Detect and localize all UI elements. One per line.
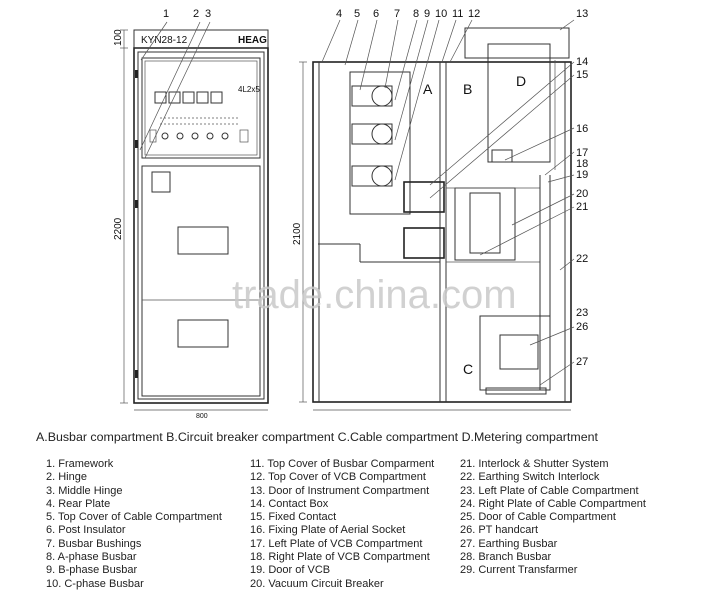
panel-text: 4L2x5 xyxy=(238,85,260,94)
legend-item: 7. Busbar Bushings xyxy=(46,537,142,550)
callout-18: 18 xyxy=(576,158,588,170)
legend-item: 29. Current Transfarmer xyxy=(460,564,578,577)
callout-5: 5 xyxy=(354,8,360,20)
instrument-panel xyxy=(141,57,261,159)
legend-item: 14. Contact Box xyxy=(250,497,329,510)
dim-top: 100 xyxy=(113,29,124,46)
lower-contact-box xyxy=(403,227,445,259)
callout-20: 20 xyxy=(576,188,588,200)
label-d: D xyxy=(516,73,526,89)
legend-item: 24. Right Plate of Cable Compartment xyxy=(460,497,646,510)
earthing-busbar xyxy=(485,387,547,395)
callout-14: 14 xyxy=(576,56,588,68)
callout-10: 10 xyxy=(435,8,447,20)
label-b: B xyxy=(463,81,472,97)
front-view: KYN28-12 HEAG 4L2x5 xyxy=(113,21,269,420)
legend-item: 28. Branch Busbar xyxy=(460,551,552,564)
callout-17: 17 xyxy=(576,147,588,159)
callout-8: 8 xyxy=(413,8,419,20)
cable-viewing-window xyxy=(177,319,229,348)
legend-column-1: 1. Framework 2. Hinge 3. Middle Hinge 4.… xyxy=(46,458,222,591)
legend-item: 11. Top Cover of Busbar Comparment xyxy=(250,458,435,470)
legend-item: 6. Post Insulator xyxy=(46,524,126,537)
callout-21: 21 xyxy=(576,201,588,213)
callout-9: 9 xyxy=(424,8,430,20)
compartment-legend: A.Busbar compartment B.Circuit breaker c… xyxy=(36,430,598,444)
callout-23: 23 xyxy=(576,307,588,319)
vcb-viewing-window xyxy=(177,226,229,255)
door-nameplate xyxy=(151,171,171,193)
callout-3: 3 xyxy=(205,8,211,20)
callout-2: 2 xyxy=(193,8,199,20)
legend-item: 8. A-phase Busbar xyxy=(46,551,137,564)
label-a: A xyxy=(423,81,433,97)
side-view: A B C D 2100 xyxy=(292,27,572,411)
legend-item: 17. Left Plate of VCB Compartment xyxy=(250,537,423,550)
legend-column-3: 21. Interlock & Shutter System 22. Earth… xyxy=(460,458,646,578)
callout-numbers: 1 2 3 4 5 6 7 8 9 10 11 12 13 14 15 16 1… xyxy=(163,8,588,386)
side-cabinet-outline xyxy=(312,61,572,403)
callout-26: 26 xyxy=(576,321,588,333)
callout-13: 13 xyxy=(576,8,588,20)
legend-item: 5. Top Cover of Cable Compartment xyxy=(46,511,222,524)
label-c: C xyxy=(463,361,473,377)
callout-6: 6 xyxy=(373,8,379,20)
legend-item: 4. Rear Plate xyxy=(46,497,111,510)
vacuum-circuit-breaker xyxy=(454,187,516,261)
front-header-strip xyxy=(133,29,269,49)
callout-22: 22 xyxy=(576,253,588,265)
legend-item: 16. Fixing Plate of Aerial Socket xyxy=(250,524,406,537)
legend-item: 19. Door of VCB xyxy=(250,564,331,577)
switchgear-drawing: KYN28-12 HEAG 4L2x5 xyxy=(113,8,588,420)
legend-item: 22. Earthing Switch Interlock xyxy=(460,471,600,484)
legend-item: 27. Earthing Busbar xyxy=(460,537,558,550)
upper-contact-box xyxy=(403,181,445,213)
legend-item: 9. B-phase Busbar xyxy=(46,564,138,577)
dim-width: 800 xyxy=(196,413,208,420)
front-cabinet-outline xyxy=(133,47,269,404)
legend-item: 23. Left Plate of Cable Compartment xyxy=(460,484,639,497)
callout-4: 4 xyxy=(336,8,342,20)
legend-item: 18. Right Plate of VCB Compartment xyxy=(250,551,430,564)
legend-item: 2. Hinge xyxy=(46,471,87,484)
legend-item: 15. Fixed Contact xyxy=(250,511,337,524)
brand-label: HEAG xyxy=(238,35,267,46)
callout-15: 15 xyxy=(576,69,588,81)
callout-19: 19 xyxy=(576,169,588,181)
model-label: KYN28-12 xyxy=(141,35,188,46)
callout-7: 7 xyxy=(394,8,400,20)
legend-item: 13. Door of Instrument Compartment xyxy=(250,484,430,497)
legend-item: 3. Middle Hinge xyxy=(46,484,123,497)
legend-column-2: 11. Top Cover of Busbar Comparment 12. T… xyxy=(250,458,434,591)
lower-door xyxy=(141,165,261,397)
legend-item: 10. C-phase Busbar xyxy=(46,577,144,590)
watermark: trade.china.com xyxy=(232,273,517,317)
meter-row xyxy=(154,91,223,104)
legend-item: 25. Door of Cable Compartment xyxy=(460,511,616,524)
dim-front-height: 2200 xyxy=(113,217,124,240)
busbar-compartment xyxy=(349,71,411,215)
top-box xyxy=(464,27,570,59)
callout-11: 11 xyxy=(452,8,463,20)
callout-27: 27 xyxy=(576,356,588,368)
busbar-bushings xyxy=(351,85,393,187)
indicator-rows xyxy=(149,117,249,143)
legend-item: 26. PT handcart xyxy=(460,524,539,537)
callout-12: 12 xyxy=(468,8,480,20)
callout-1: 1 xyxy=(163,8,169,20)
legend-item: 1. Framework xyxy=(46,458,114,470)
legend-item: 12. Top Cover of VCB Compartment xyxy=(250,471,426,484)
callout-16: 16 xyxy=(576,123,588,135)
dim-side-height: 2100 xyxy=(292,222,303,245)
metering-compartment-box xyxy=(487,43,551,163)
legend-item: 20. Vacuum Circuit Breaker xyxy=(250,577,384,590)
legend-item: 21. Interlock & Shutter System xyxy=(460,458,609,470)
